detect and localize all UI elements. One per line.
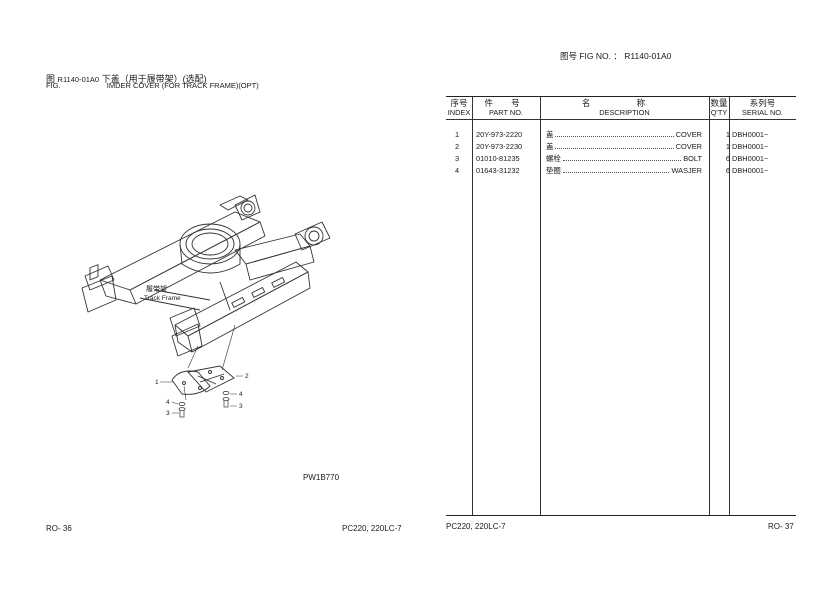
row-qty: 1 xyxy=(725,142,730,151)
figure-title-zh: 图 R1140-01A0 下盖（用于履带架）(选配) xyxy=(46,72,207,85)
figure-en-title: IMDER COVER (FOR TRACK FRAME)(OPT) xyxy=(106,81,259,90)
row-index: 3 xyxy=(454,154,460,163)
figure-title-en: FIG. IMDER COVER (FOR TRACK FRAME)(OPT) xyxy=(46,81,259,90)
row-part-no: 20Y-973-2220 xyxy=(476,130,523,139)
row-part-no: 20Y-973-2230 xyxy=(476,142,523,151)
callout-4-left: 4 xyxy=(166,399,170,406)
row-part-no: 01643-31232 xyxy=(476,166,520,175)
right-page-model: PC220, 220LC-7 xyxy=(446,522,506,531)
track-frame-drawing: 履带架 Track Frame 1 2 3 4 3 xyxy=(81,194,331,418)
cover-1-shape xyxy=(171,370,211,395)
figure-zh-label: 图 xyxy=(46,74,56,84)
callout-3-left: 3 xyxy=(166,410,170,417)
row-serial: DBH0001~ xyxy=(732,154,769,163)
figure-code: R1140-01A0 xyxy=(57,75,100,84)
row-index: 2 xyxy=(454,142,460,151)
row-qty: 1 xyxy=(725,130,730,139)
row-serial: DBH0001~ xyxy=(732,130,769,139)
callout-4-right: 4 xyxy=(239,391,243,398)
cover-2-shape xyxy=(187,365,235,393)
right-page-number: RO- 37 xyxy=(768,522,794,531)
figure-zh-title: 下盖（用于履带架）(选配) xyxy=(101,74,207,84)
left-page-number: RO- 36 xyxy=(46,524,72,533)
fig-number-prefix: 图号 FIG NO. ： xyxy=(560,51,622,61)
row-serial: DBH0001~ xyxy=(732,142,769,151)
drawing-reference-code: PW1B770 xyxy=(303,473,340,482)
left-page-model: PC220, 220LC-7 xyxy=(342,524,402,533)
row-serial: DBH0001~ xyxy=(732,166,769,175)
callout-2: 2 xyxy=(245,373,249,380)
row-qty: 6 xyxy=(725,166,730,175)
frame-label-zh: 履带架 xyxy=(146,285,167,293)
fig-number-header: 图号 FIG NO. ： R1140-01A0 xyxy=(560,50,671,62)
row-qty: 6 xyxy=(725,154,730,163)
row-part-no: 01010-81235 xyxy=(476,154,520,163)
fig-number-code: R1140-01A0 xyxy=(624,51,672,61)
row-index: 1 xyxy=(454,130,460,139)
callout-3-right: 3 xyxy=(239,403,243,410)
figure-fig-label: FIG. xyxy=(46,81,61,90)
callout-1: 1 xyxy=(155,379,159,386)
frame-label-en: Track Frame xyxy=(144,295,181,302)
row-index: 4 xyxy=(454,166,460,175)
